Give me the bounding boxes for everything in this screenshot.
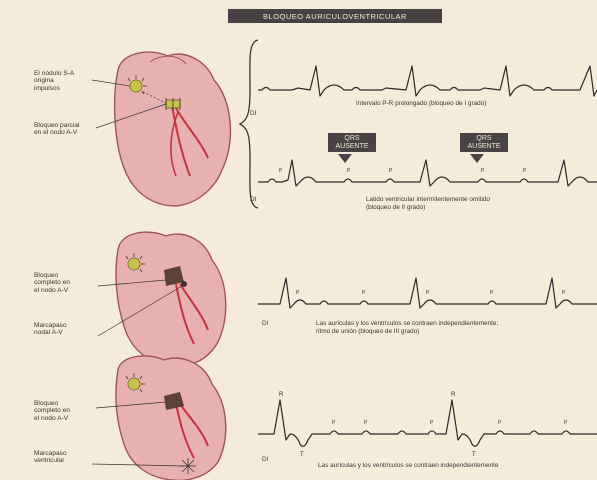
r-label: R bbox=[279, 392, 284, 398]
qrs-absent-callout: QRS AUSENTE bbox=[328, 133, 376, 152]
lead-label: DI bbox=[250, 110, 256, 117]
sa-node-1 bbox=[130, 80, 142, 92]
heart-1 bbox=[115, 52, 231, 206]
p-label: P bbox=[362, 290, 366, 296]
strip-4-p-labels: P P P P P bbox=[332, 420, 568, 426]
p-label: P bbox=[332, 420, 336, 426]
lead-label: DI bbox=[262, 320, 268, 327]
p-label: P bbox=[347, 168, 351, 174]
qrs-absent-callout: QRS AUSENTE bbox=[460, 133, 508, 152]
ecg-strip-1 bbox=[258, 66, 597, 96]
ecg-strip-2 bbox=[258, 160, 597, 186]
strip-3-p-labels: P P P P P bbox=[296, 290, 566, 296]
p-label: P bbox=[389, 168, 393, 174]
strip-caption: Las aurículas y los ventrículos se contr… bbox=[316, 320, 597, 335]
ecg-strip-4 bbox=[258, 400, 597, 446]
label-partial-block: Bloqueo parcial en el nodo A-V bbox=[34, 122, 79, 137]
p-label: P bbox=[426, 290, 430, 296]
label-complete-block-1: Bloqueo completo en el nodo A-V bbox=[34, 272, 70, 294]
p-label: P bbox=[523, 168, 527, 174]
p-label: P bbox=[296, 290, 300, 296]
down-arrow-icon bbox=[470, 154, 484, 163]
p-label: P bbox=[564, 420, 568, 426]
p-label: P bbox=[498, 420, 502, 426]
strip-2-p-labels: P P P P P bbox=[279, 168, 527, 174]
p-label: P bbox=[279, 168, 283, 174]
strip-caption: Intervalo P-R prolongado (bloqueo de I g… bbox=[356, 100, 486, 108]
label-ventricular-pacemaker: Marcapaso ventricular bbox=[34, 450, 67, 465]
p-label: P bbox=[364, 420, 368, 426]
strip-caption: Las aurículas y los ventrículos se contr… bbox=[318, 462, 597, 470]
heart-3 bbox=[116, 356, 226, 480]
sa-node-3 bbox=[128, 378, 140, 390]
sa-node-2 bbox=[128, 258, 140, 270]
p-label: P bbox=[430, 420, 434, 426]
p-label: P bbox=[481, 168, 485, 174]
strip-4-wave-labels: R R T T bbox=[279, 392, 476, 458]
t-label: T bbox=[300, 452, 304, 458]
lead-label: DI bbox=[250, 196, 256, 203]
lead-label: DI bbox=[262, 456, 268, 463]
label-complete-block-2: Bloqueo completo en el nodo A-V bbox=[34, 400, 70, 422]
r-label: R bbox=[451, 392, 456, 398]
p-label: P bbox=[490, 290, 494, 296]
strip-caption: Latido ventricular intermitentemente omi… bbox=[366, 196, 490, 211]
label-sa-node: El nódulo S-A origina impulsos bbox=[34, 70, 74, 92]
label-nodal-pacemaker: Marcapaso nodal A-V bbox=[34, 322, 67, 337]
p-label: P bbox=[562, 290, 566, 296]
heart-2 bbox=[116, 232, 226, 366]
t-label: T bbox=[472, 452, 476, 458]
brace bbox=[240, 40, 258, 208]
down-arrow-icon bbox=[338, 154, 352, 163]
